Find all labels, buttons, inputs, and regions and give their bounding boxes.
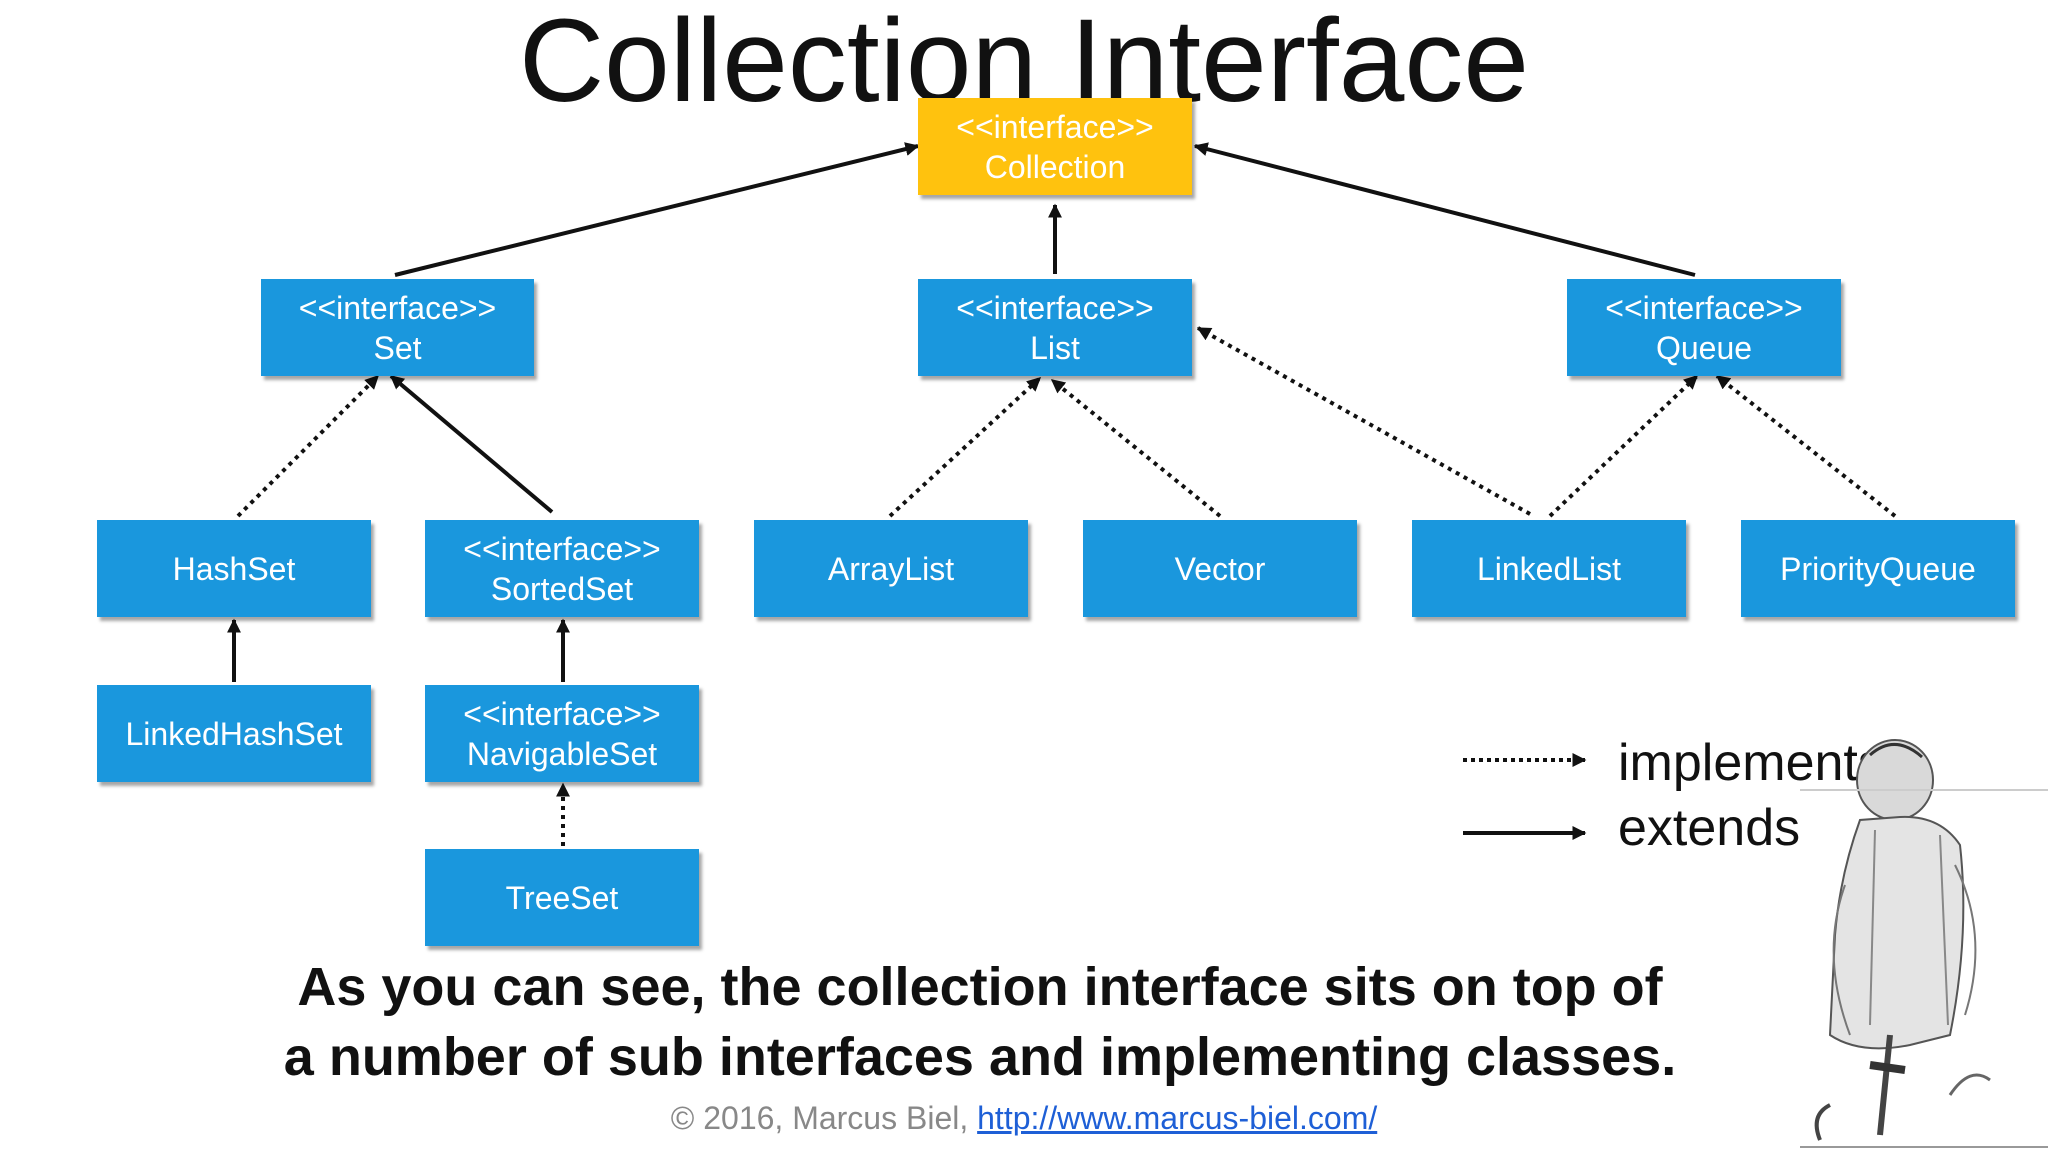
edge-linkedlist-implements-queue [1548, 374, 1699, 518]
node-set-stereotype: <<interface>> [298, 289, 497, 326]
edge-hashset-implements-set [236, 374, 380, 518]
node-treeset: TreeSet [425, 849, 699, 946]
node-priorityqueue-name: PriorityQueue [1780, 550, 1976, 587]
node-navigableset-name: NavigableSet [466, 735, 658, 772]
node-list-stereotype: <<interface>> [956, 289, 1154, 326]
node-hashset-name: HashSet [172, 550, 296, 587]
edge-linkedlist-implements-list [1196, 326, 1531, 516]
edge-set-extends-collection [394, 142, 920, 277]
footer: © 2016, Marcus Biel, http://www.marcus-b… [0, 1100, 2048, 1137]
slide-caption: As you can see, the collection interface… [180, 952, 1780, 1092]
node-collection: <<interface>> Collection [918, 98, 1192, 195]
node-hashset: HashSet [97, 520, 371, 617]
node-vector: Vector [1083, 520, 1357, 617]
node-treeset-name: TreeSet [505, 879, 619, 916]
edge-queue-extends-collection [1193, 142, 1696, 277]
legend-extends-label: extends [1618, 799, 1801, 857]
edge-vector-implements-list [1050, 378, 1222, 518]
caption-line-2: a number of sub interfaces and implement… [283, 1027, 1677, 1087]
node-queue-stereotype: <<interface>> [1605, 289, 1803, 326]
caption-line-1: As you can see, the collection interface… [297, 957, 1663, 1017]
node-arraylist: ArrayList [754, 520, 1028, 617]
node-navigableset: <<interface>> NavigableSet [425, 685, 699, 782]
node-sortedset: <<interface>> SortedSet [425, 520, 699, 617]
node-set: <<interface>> Set [261, 279, 534, 376]
node-navigableset-stereotype: <<interface>> [463, 695, 661, 732]
node-list-name: List [1030, 329, 1080, 366]
node-collection-stereotype: <<interface>> [956, 108, 1154, 145]
node-vector-name: Vector [1174, 550, 1266, 587]
node-sortedset-name: SortedSet [490, 570, 634, 607]
node-queue: <<interface>> Queue [1567, 279, 1841, 376]
node-linkedhashset: LinkedHashSet [97, 685, 371, 782]
craftsman-illustration [1800, 739, 2048, 1148]
footer-link[interactable]: http://www.marcus-biel.com/ [977, 1100, 1378, 1136]
edge-sortedset-extends-set [389, 374, 554, 514]
node-collection-name: Collection [984, 148, 1126, 185]
node-arraylist-name: ArrayList [827, 550, 955, 587]
node-linkedhashset-name: LinkedHashSet [125, 715, 343, 752]
node-set-name: Set [373, 329, 422, 366]
node-sortedset-stereotype: <<interface>> [463, 530, 661, 567]
legend-implements-label: implements [1618, 734, 1884, 792]
footer-copyright: © 2016, Marcus Biel, [670, 1100, 969, 1136]
node-priorityqueue: PriorityQueue [1741, 520, 2015, 617]
node-linkedlist-name: LinkedList [1476, 550, 1622, 587]
edge-priorityqueue-implements-queue [1715, 374, 1897, 518]
node-list: <<interface>> List [918, 279, 1192, 376]
node-linkedlist: LinkedList [1412, 520, 1686, 617]
edge-arraylist-implements-list [888, 376, 1042, 518]
node-queue-name: Queue [1655, 329, 1753, 366]
